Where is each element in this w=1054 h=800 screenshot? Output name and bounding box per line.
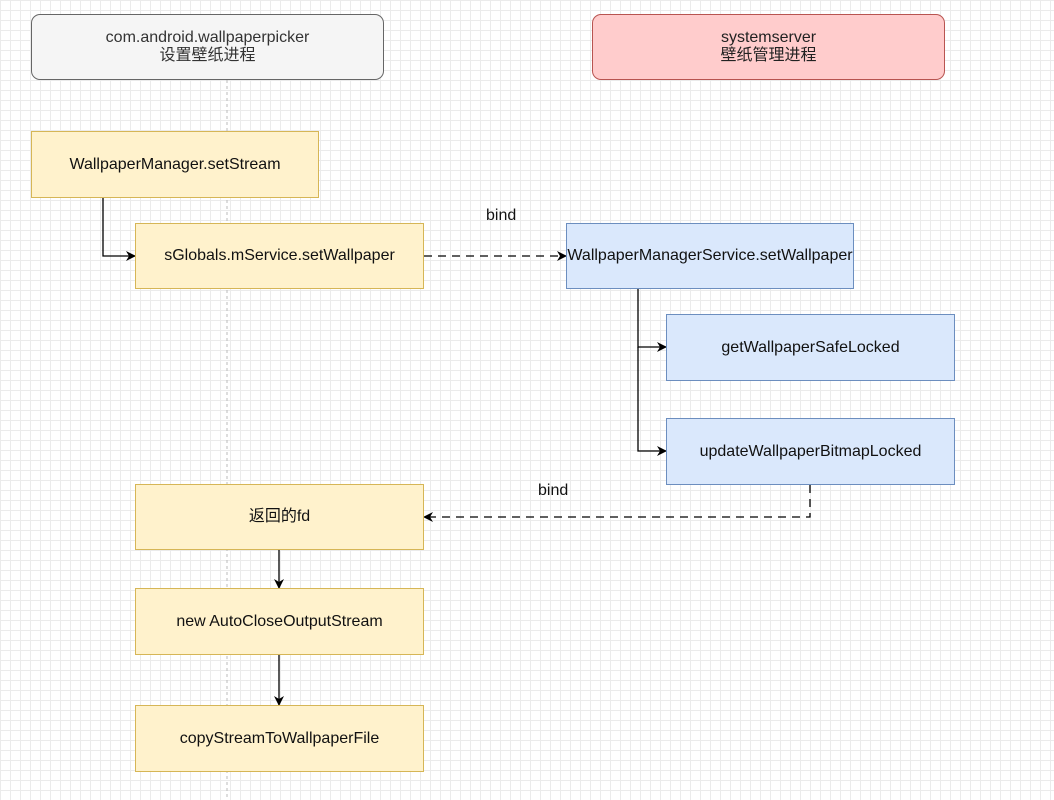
lane-header-systemserver-line2: 壁纸管理进程 — [720, 47, 817, 64]
node-getwallpapersafelocked: getWallpaperSafeLocked — [666, 314, 955, 381]
lane-header-systemserver: systemserver 壁纸管理进程 — [592, 14, 945, 80]
edge-service-to-getsafe — [637, 289, 667, 352]
node-copystream-to-wallpaperfile-label: copyStreamToWallpaperFile — [179, 729, 380, 747]
node-updatewallpaperbitmaplocked: updateWallpaperBitmapLocked — [666, 418, 955, 485]
node-wallpapermanagerservice-setwallpaper: WallpaperManagerService.setWallpaper — [566, 223, 854, 289]
lane-header-wallpaperpicker-line1: com.android.wallpaperpicker — [105, 29, 310, 46]
node-returned-fd-label: 返回的fd — [248, 508, 311, 525]
node-wallpapermanager-setstream-label: WallpaperManager.setStream — [69, 155, 281, 173]
lane-header-wallpaperpicker: com.android.wallpaperpicker 设置壁纸进程 — [31, 14, 384, 80]
edge-setstream-to-setwallpaper — [102, 197, 136, 261]
lane-header-wallpaperpicker-line2: 设置壁纸进程 — [159, 47, 256, 64]
node-getwallpapersafelocked-label: getWallpaperSafeLocked — [721, 338, 900, 356]
edge-bind-return — [423, 485, 811, 522]
node-wallpapermanager-setstream: WallpaperManager.setStream — [31, 131, 319, 198]
node-mservice-setwallpaper: sGlobals.mService.setWallpaper — [135, 223, 424, 289]
node-copystream-to-wallpaperfile: copyStreamToWallpaperFile — [135, 705, 424, 772]
edge-service-to-updatebitmap — [637, 347, 667, 456]
edge-label-bind-call: bind — [486, 207, 517, 224]
node-autoclose-outputstream: new AutoCloseOutputStream — [135, 588, 424, 655]
node-mservice-setwallpaper-label: sGlobals.mService.setWallpaper — [164, 247, 395, 264]
edge-label-bind-return: bind — [538, 482, 569, 499]
node-updatewallpaperbitmaplocked-label: updateWallpaperBitmapLocked — [699, 442, 922, 460]
lane-header-systemserver-line1: systemserver — [720, 29, 817, 46]
node-wallpapermanagerservice-setwallpaper-label: WallpaperManagerService.setWallpaper — [567, 247, 853, 264]
node-returned-fd: 返回的fd — [135, 484, 424, 550]
node-autoclose-outputstream-label: new AutoCloseOutputStream — [176, 612, 383, 630]
